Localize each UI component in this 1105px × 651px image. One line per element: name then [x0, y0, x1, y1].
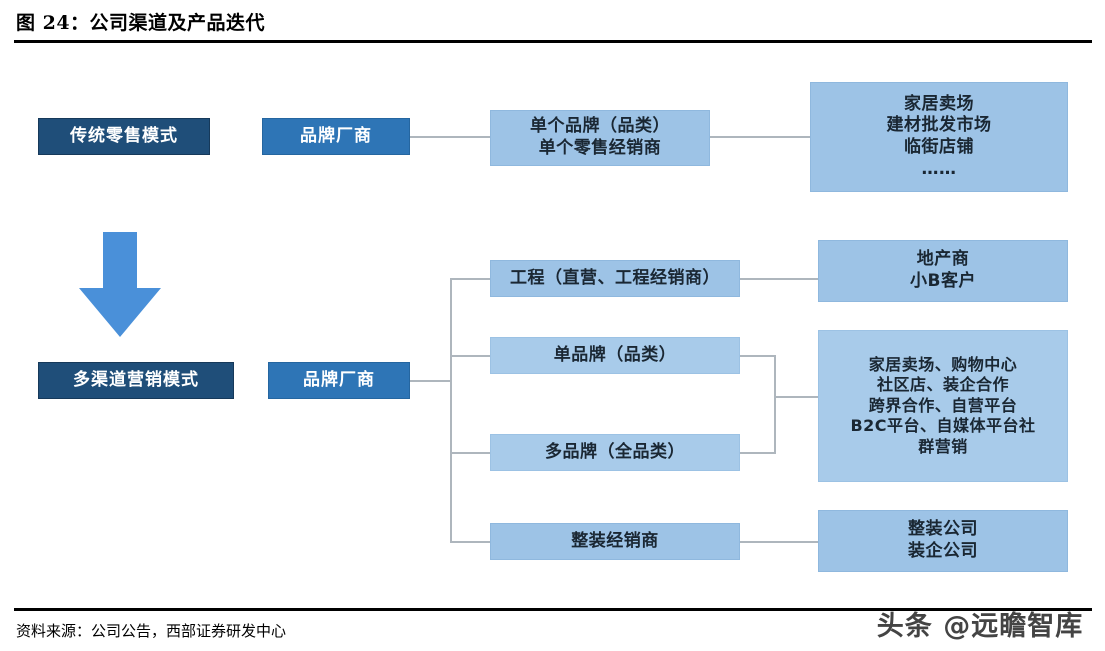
node-branch-single-brand[interactable]: 单品牌（品类） [490, 337, 740, 374]
watermark: 头条 @远瞻智库 [876, 610, 1084, 642]
node-multichannel-mode[interactable]: 多渠道营销模式 [38, 362, 234, 399]
node-branch-whole-house[interactable]: 整装经销商 [490, 523, 740, 560]
node-terminal-decoration-company[interactable]: 整装公司 装企公司 [818, 510, 1068, 572]
down-arrow-icon [60, 232, 180, 344]
connector-engineering-to-terminal [740, 278, 818, 280]
node-traditional-manufacturer[interactable]: 品牌厂商 [262, 118, 410, 155]
connector-merge-spine [774, 355, 776, 454]
node-branch-engineering[interactable]: 工程（直营、工程经销商） [490, 260, 740, 297]
node-traditional-mode[interactable]: 传统零售模式 [38, 118, 210, 155]
node-branch-multi-brand[interactable]: 多品牌（全品类） [490, 434, 740, 471]
node-multichannel-manufacturer[interactable]: 品牌厂商 [268, 362, 410, 399]
connector-branch-3 [450, 452, 490, 454]
bottom-divider [14, 608, 1092, 611]
connector-mfr-stub [410, 380, 452, 382]
connector-single-brand-merge [740, 355, 776, 357]
top-divider [14, 40, 1092, 43]
connector-branch-1 [450, 278, 490, 280]
node-traditional-terminal[interactable]: 家居卖场 建材批发市场 临街店铺 …… [810, 82, 1068, 192]
connector-traditional-mfr-to-channel [410, 136, 490, 138]
node-terminal-developer[interactable]: 地产商 小B客户 [818, 240, 1068, 302]
connector-branch-4 [450, 541, 490, 543]
connector-branch-spine [450, 278, 452, 542]
connector-branch-2 [450, 355, 490, 357]
node-traditional-channel[interactable]: 单个品牌（品类） 单个零售经销商 [490, 110, 710, 166]
figure-title: 图 24：公司渠道及产品迭代 [16, 12, 266, 34]
connector-multi-brand-merge [740, 452, 776, 454]
connector-traditional-channel-to-terminal [710, 136, 810, 138]
connector-whole-house-to-terminal [740, 541, 818, 543]
figure-source: 资料来源：公司公告，西部证券研发中心 [16, 622, 287, 640]
connector-merge-to-terminal [774, 396, 818, 398]
node-terminal-retail-channels[interactable]: 家居卖场、购物中心 社区店、装企合作 跨界合作、自营平台 B2C平台、自媒体平台… [818, 330, 1068, 482]
